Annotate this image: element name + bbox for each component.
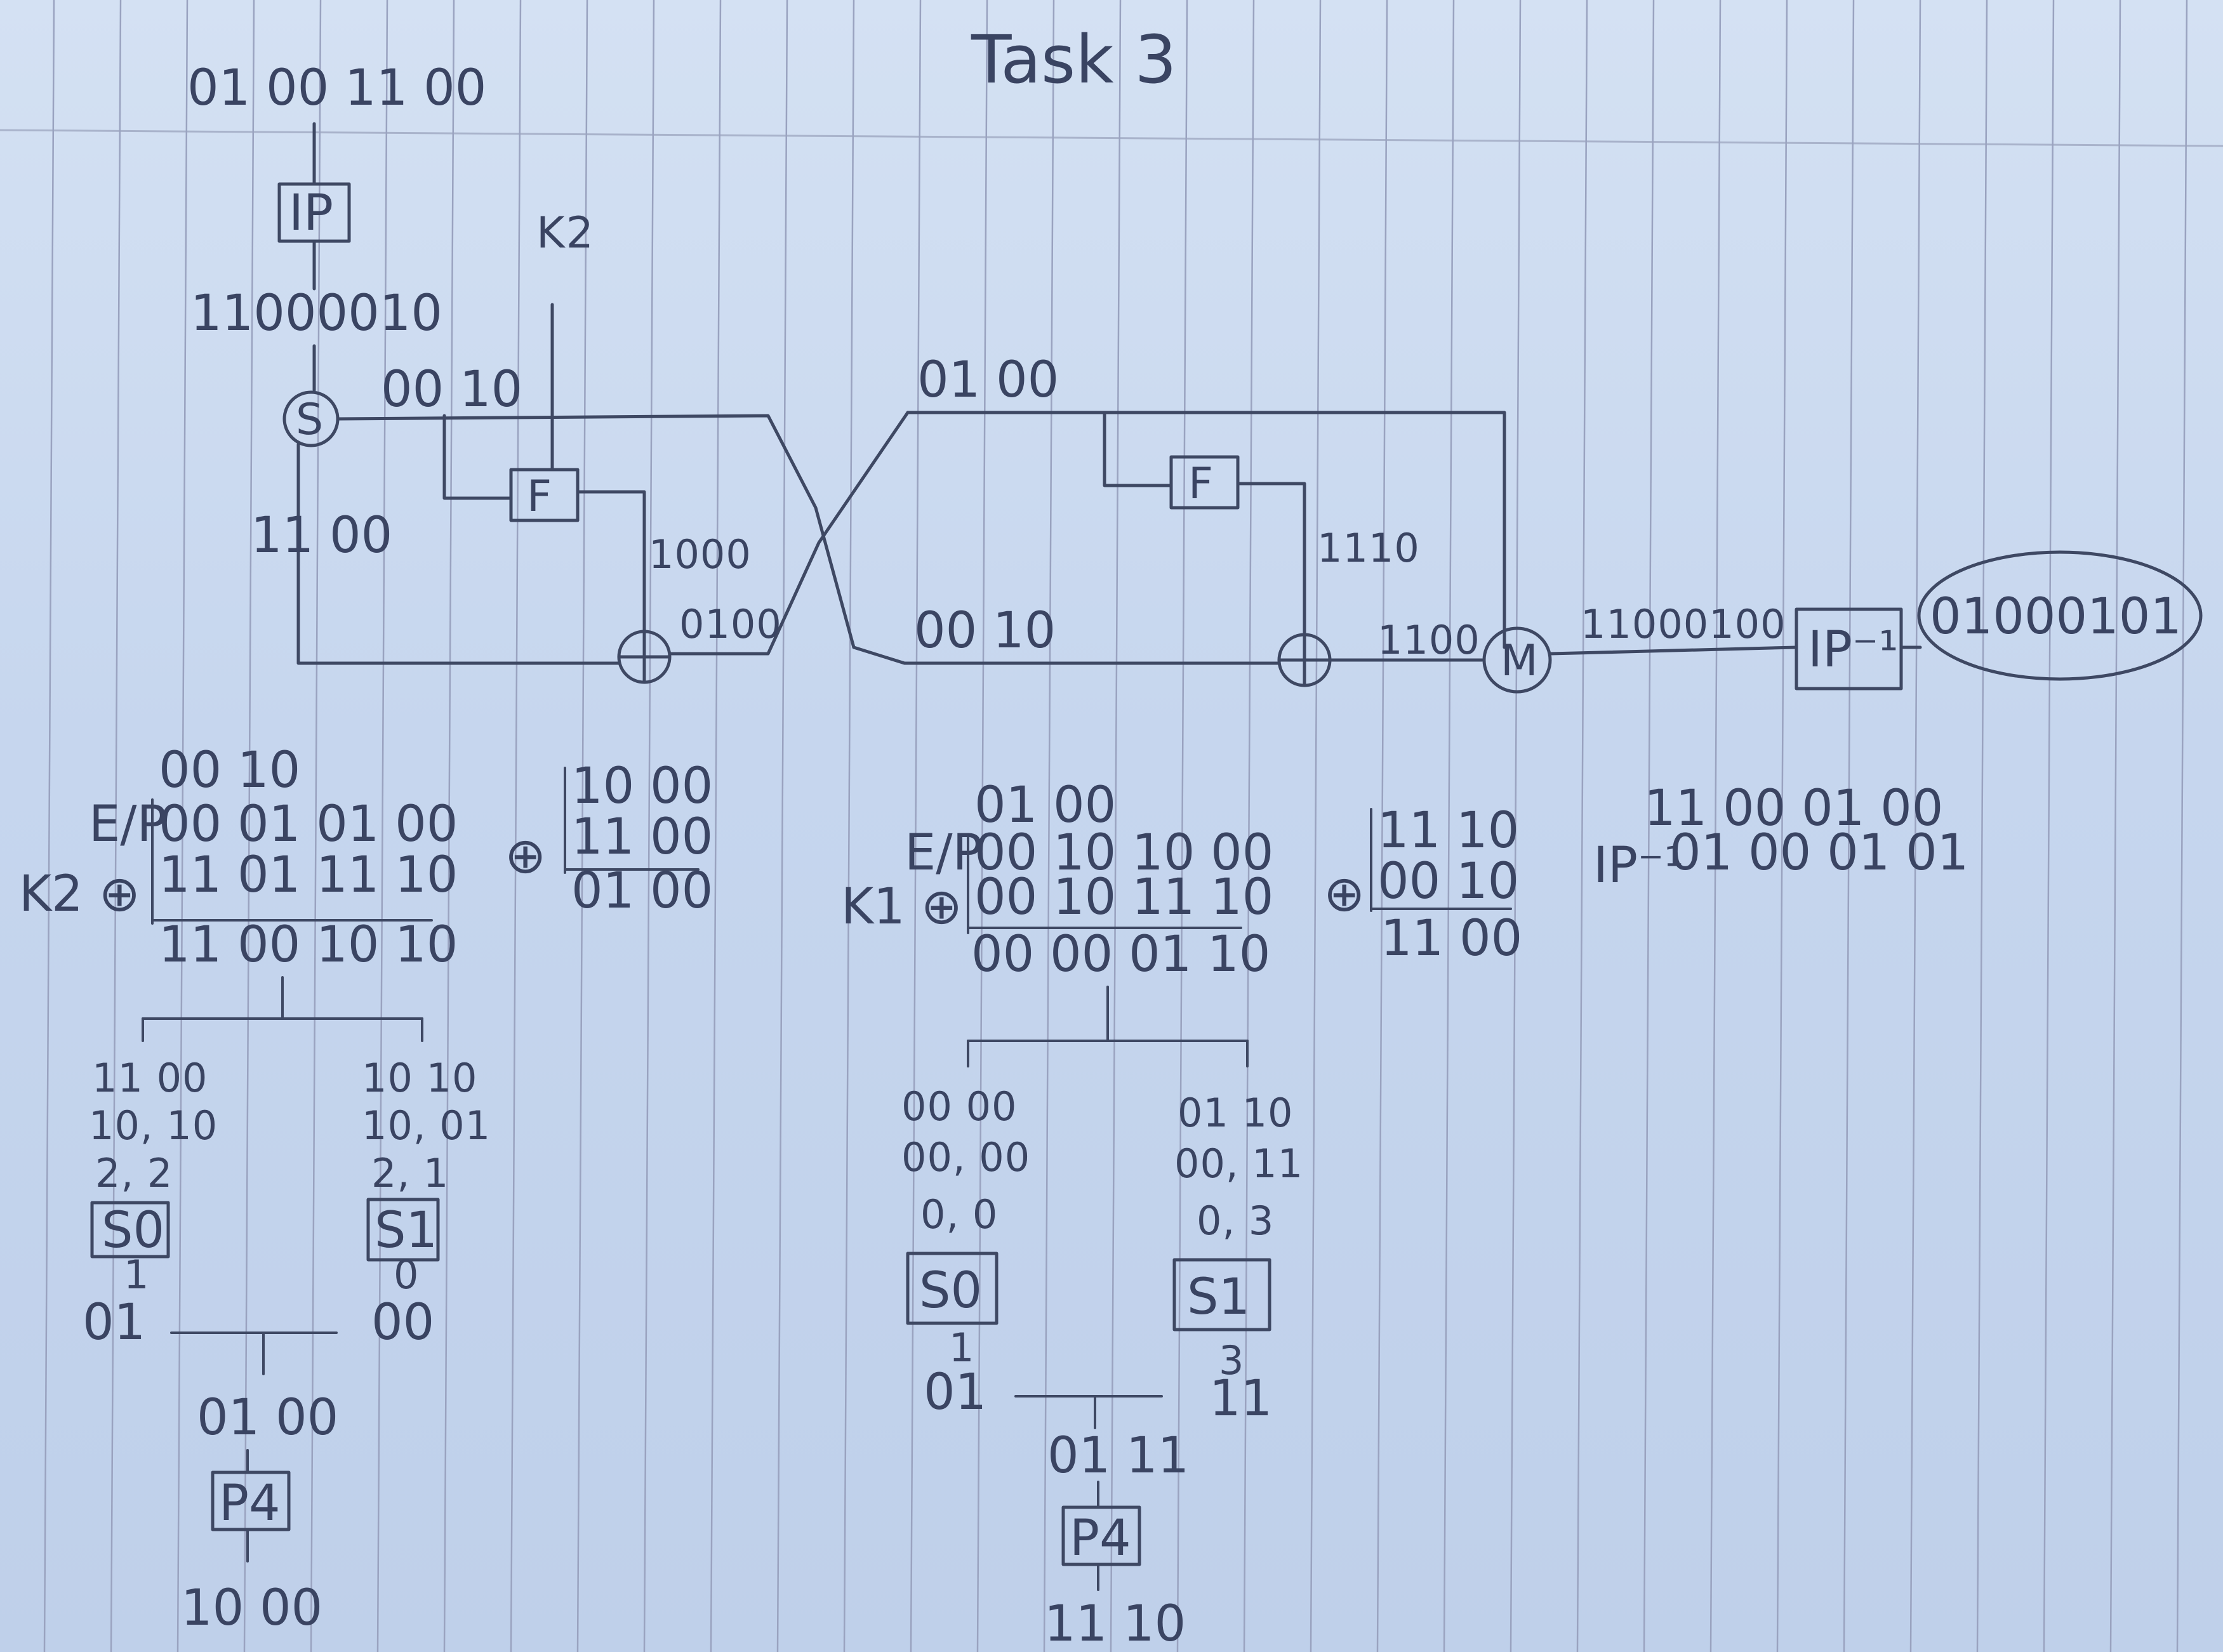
xor-right-a: 11 10: [1377, 802, 1519, 859]
calc-right-s1-rc: 00, 11: [1174, 1140, 1303, 1187]
split-node-label: S: [296, 395, 324, 445]
xor-left-a: 10 00: [571, 758, 713, 815]
calc-left-result: 11 00 10 10: [159, 916, 458, 974]
f1-box: [509, 468, 580, 522]
calc-right-s0-box: [906, 1252, 999, 1325]
merge-node: [1482, 626, 1552, 694]
calc-left-s1-idx: 2, 1: [371, 1150, 449, 1196]
f2-out-label: 1110: [1317, 525, 1420, 571]
calc-left-s1-rc: 10, 01: [362, 1102, 491, 1149]
calc-left-s0-box: [90, 1201, 170, 1259]
right-half-label: 00 10: [381, 361, 522, 418]
calc-right-key-label: K1 ⊕: [841, 878, 962, 935]
calc-right-p4-label: P4: [1070, 1510, 1131, 1567]
calc-right-result: 00 00 01 10: [971, 926, 1270, 983]
calc-right-s1-box: [1172, 1258, 1271, 1332]
calc-right-s1-out: 11: [1209, 1370, 1272, 1427]
calc-left-p4-in: 01 00: [197, 1389, 338, 1446]
ip-inv-calc-label: IP⁻¹: [1593, 837, 1683, 894]
calc-right-s0-label: S0: [919, 1262, 982, 1319]
key2-label: K2: [536, 208, 595, 258]
calc-right-s0-idx: 0, 0: [920, 1191, 998, 1238]
xor2-out-label: 1100: [1377, 617, 1480, 663]
calc-right-key-value: 00 10 11 10: [974, 869, 1273, 926]
calc-left-s0-val: 1: [124, 1252, 149, 1298]
calc-left-s1-box: [366, 1198, 440, 1262]
xor-right-b: 00 10: [1377, 853, 1519, 910]
calc-right-ep-value: 00 10 10 00: [974, 824, 1273, 882]
wire-f1-out: [576, 490, 646, 643]
calc-right-p4-in: 01 11: [1047, 1427, 1189, 1484]
page-title: Task 3: [971, 21, 1177, 98]
calc-right-s0-out: 01: [924, 1364, 986, 1421]
xor1-out-label: 0100: [679, 601, 782, 647]
calc-right-s1-val: 3: [1219, 1337, 1244, 1384]
left-half-label: 11 00: [251, 507, 392, 564]
wire-to-f1: [442, 414, 513, 500]
calc-right-s1-label: S1: [1187, 1269, 1250, 1326]
calc-left-key-label: K2 ⊕: [19, 866, 140, 923]
ip-inv-calc-output: 01 00 01 01: [1669, 824, 1968, 882]
f1-out-label: 1000: [649, 531, 752, 578]
merged-label: 11000100: [1581, 601, 1786, 647]
plaintext-input: 01 00 11 00: [187, 60, 486, 117]
merge-node-label: M: [1501, 636, 1539, 686]
xor-left-b: 11 00: [571, 809, 713, 866]
calc-right-s0-val: 1: [949, 1325, 974, 1371]
swap-bottom-label: 00 10: [914, 602, 1056, 659]
xor-left-result: 01 00: [571, 862, 713, 920]
final-output-circle: [1917, 550, 2203, 681]
wire-swap-top: [906, 411, 1506, 649]
calc-left-s1-val: 0: [394, 1252, 419, 1298]
calc-right-s1-bits: 01 10: [1178, 1090, 1294, 1136]
f2-label: F: [1188, 459, 1214, 509]
calc-left-s0-label: S0: [102, 1202, 164, 1259]
calc-left-ep-value: 00 01 01 00: [159, 796, 458, 853]
xor-left-symbol: ⊕: [505, 828, 546, 885]
swap-top-label: 01 00: [917, 352, 1059, 409]
calc-right-s0-bits: 00 00: [901, 1083, 1018, 1130]
wire-xor1-out: [668, 411, 910, 656]
calc-left-s0-out: 01: [83, 1294, 145, 1351]
calc-left-p4-box: [211, 1470, 291, 1531]
calc-right-s0-rc: 00, 00: [901, 1134, 1030, 1180]
wire-to-f2: [1103, 411, 1173, 487]
calc-left-ep-label: E/P: [89, 796, 167, 853]
f1-label: F: [527, 472, 553, 522]
calc-left-p4-label: P4: [219, 1475, 281, 1532]
wire-swap-bottom: [852, 645, 1281, 665]
calc-left-s1-label: S1: [375, 1202, 437, 1259]
calc-left-key-value: 11 01 11 10: [159, 847, 458, 904]
final-output: 01000101: [1930, 588, 2182, 645]
calc-right-p4-box: [1061, 1505, 1141, 1566]
calc-right-ep-label: E/P: [905, 824, 983, 882]
after-ip-label: 11000010: [190, 285, 442, 342]
calc-left-s1-out: 00: [371, 1294, 434, 1351]
calc-left-s0-idx: 2, 2: [95, 1150, 173, 1196]
calc-right-s1-idx: 0, 3: [1197, 1198, 1274, 1244]
xor-right-symbol: ⊕: [1324, 866, 1365, 923]
ip-inverse-label: IP⁻¹: [1808, 621, 1898, 678]
calc-left-s0-bits: 11 00: [92, 1055, 208, 1101]
calc-left-s0-rc: 10, 10: [89, 1102, 218, 1149]
calc-left-p4-out: 10 00: [181, 1580, 322, 1637]
ip-label: IP: [289, 185, 333, 242]
wire-left-half: [296, 442, 621, 665]
calc-right-input: 01 00: [974, 777, 1116, 834]
xor-right-result: 11 00: [1381, 910, 1522, 967]
calc-left-s1-bits: 10 10: [362, 1055, 478, 1101]
calc-left-input: 00 10: [159, 742, 300, 799]
calc-right-p4-out: 11 10: [1044, 1596, 1186, 1652]
ip-inv-calc-input: 11 00 01 00: [1644, 780, 1943, 837]
wire-merge-out: [1548, 645, 1798, 656]
wire-f2-out: [1236, 482, 1306, 640]
